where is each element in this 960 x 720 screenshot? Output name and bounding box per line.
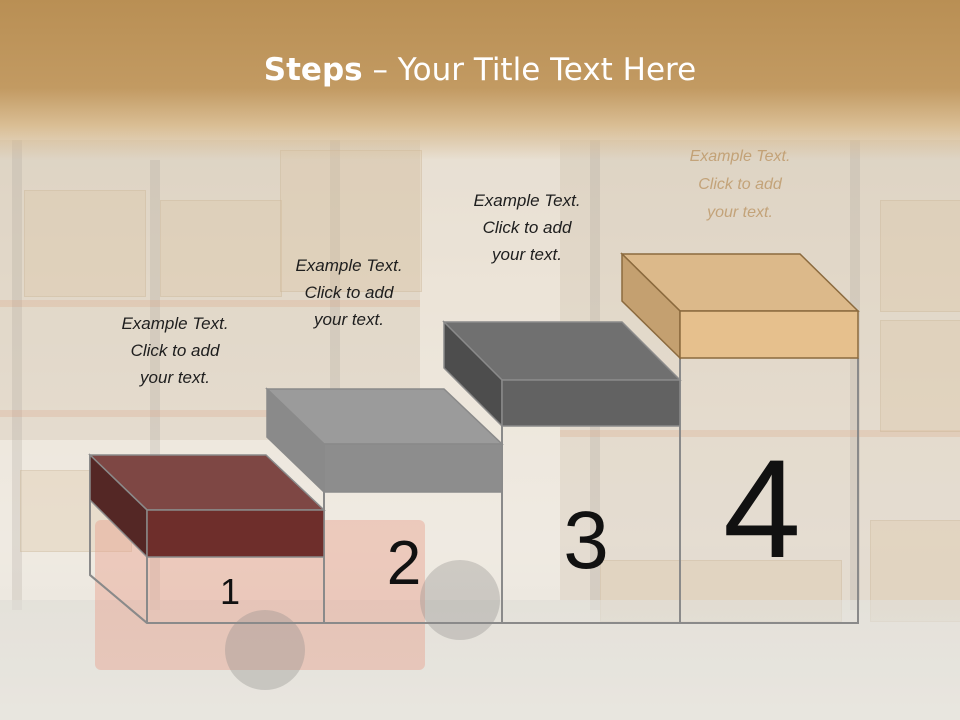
title-text: – Your Title Text Here bbox=[362, 52, 697, 88]
step-3-caption[interactable]: Example Text. Click to add your text. bbox=[447, 187, 607, 268]
caption-line: Click to add bbox=[304, 283, 394, 302]
step-3-block[interactable] bbox=[442, 320, 682, 428]
caption-line: Example Text. bbox=[689, 148, 791, 165]
step-2-block[interactable] bbox=[265, 387, 504, 494]
caption-line: your text. bbox=[492, 245, 562, 264]
caption-line: Example Text. bbox=[295, 256, 403, 275]
step-1-number: 1 bbox=[220, 571, 240, 612]
step-3-number: 3 bbox=[563, 495, 609, 586]
step-4-number: 4 bbox=[723, 430, 801, 587]
step-2-caption[interactable]: Example Text. Click to add your text. bbox=[269, 252, 429, 333]
title-bold: Steps bbox=[263, 52, 363, 88]
step-1-block[interactable] bbox=[88, 453, 326, 559]
caption-line: your text. bbox=[140, 368, 210, 387]
caption-line: your text. bbox=[707, 204, 773, 221]
caption-line: Example Text. bbox=[121, 314, 229, 333]
step-4-caption[interactable]: Example Text. Click to add your text. bbox=[660, 143, 820, 227]
step-2-number: 2 bbox=[387, 529, 421, 598]
caption-line: Click to add bbox=[482, 218, 572, 237]
caption-line: Click to add bbox=[130, 341, 220, 360]
step-1-caption[interactable]: Example Text. Click to add your text. bbox=[95, 310, 255, 391]
title-bar bbox=[0, 0, 960, 160]
step-4-block[interactable] bbox=[620, 252, 860, 360]
caption-line: Example Text. bbox=[473, 191, 581, 210]
caption-line: your text. bbox=[314, 310, 384, 329]
caption-line: Click to add bbox=[698, 176, 782, 193]
slide-title[interactable]: Steps – Your Title Text Here bbox=[0, 52, 960, 88]
